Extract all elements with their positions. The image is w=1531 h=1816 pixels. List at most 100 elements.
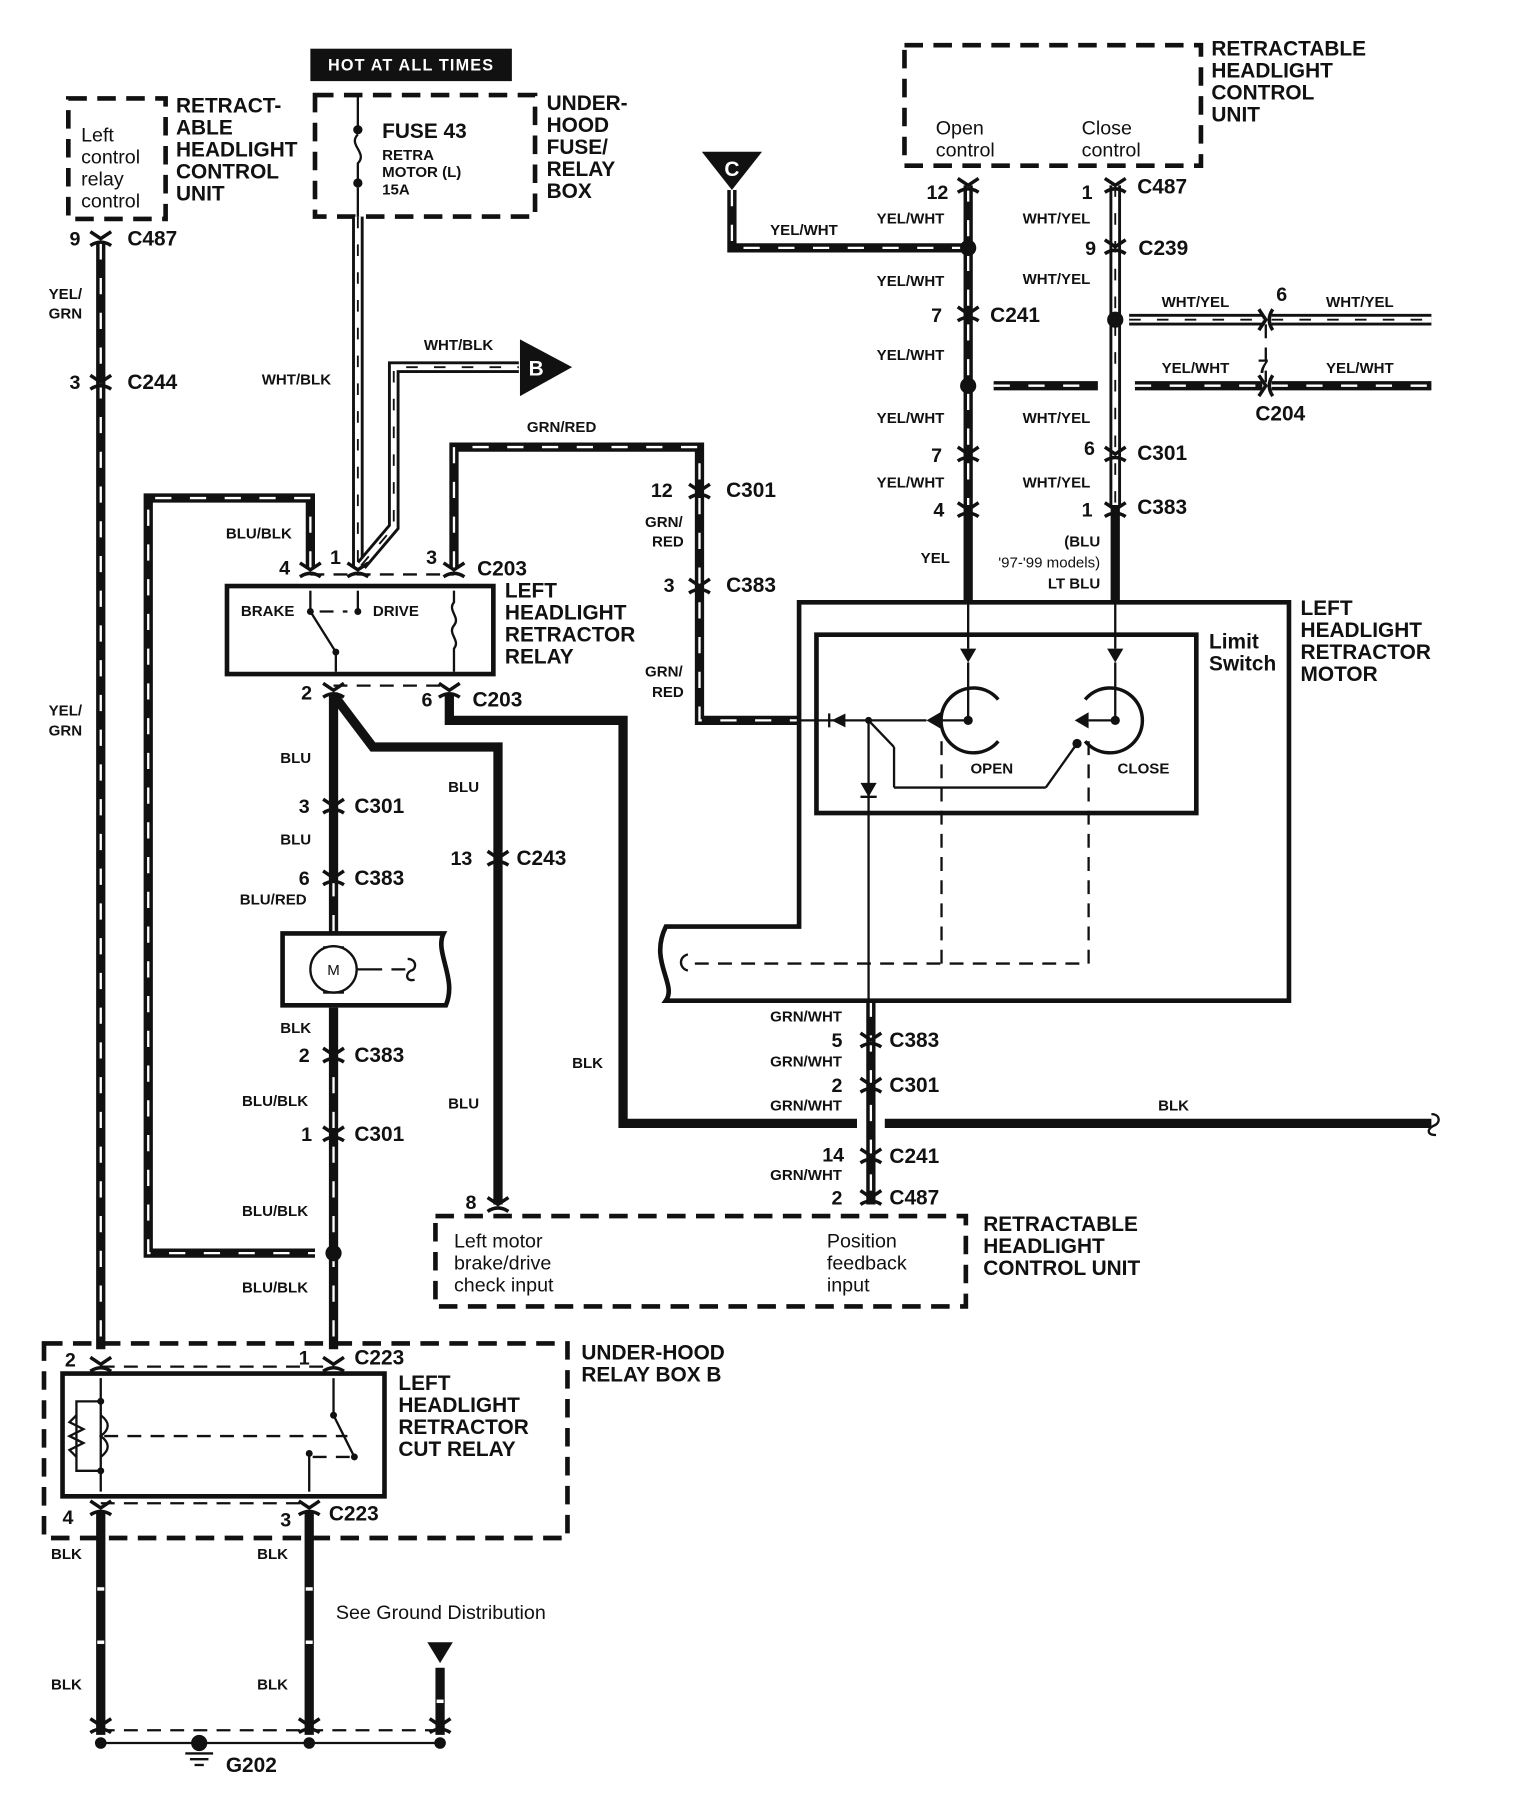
pin-label: 1 (330, 547, 341, 569)
relay-brake-label: BRAKE (241, 603, 295, 620)
connector-id: C301 (1137, 442, 1187, 465)
wire-blu-blk-loop (143, 493, 316, 1258)
fuse-box-name4: RELAY (547, 158, 616, 181)
wire-label: GRN/WHT (770, 1167, 843, 1184)
connector-id: C243 (517, 847, 567, 870)
fuse-desc-1: RETRA (382, 147, 434, 164)
wire-label: RED (652, 684, 684, 701)
banner-text: HOT AT ALL TIMES (328, 57, 494, 75)
left-input-1: Left motor (454, 1230, 543, 1252)
pin-label: 1 (1082, 182, 1093, 204)
reference-b-label: B (529, 357, 544, 380)
diode-icon (1107, 648, 1124, 663)
close-control-1: Close (1082, 117, 1132, 139)
pin-label: 13 (450, 848, 472, 870)
connector-chevron-icon (322, 869, 345, 887)
hot-at-all-times-banner: HOT AT ALL TIMES (310, 48, 512, 82)
left-headlight-retractor-relay: BRAKE DRIVE LEFT HEADLIGHT RETRACTOR REL… (224, 573, 635, 687)
wire-label: GRN (49, 306, 82, 323)
pin-label: 7 (1258, 356, 1269, 378)
connector-chevron-icon (322, 797, 345, 815)
pin-label: 6 (299, 868, 310, 890)
relay-drive-label: DRIVE (373, 603, 419, 620)
fuse-box-outline (312, 92, 538, 219)
wire-label: GRN (49, 722, 82, 739)
under-hood-fuse-relay-box: FUSE 43 RETRA MOTOR (L) 15A UNDER- HOOD … (312, 92, 628, 219)
diode-icon (860, 782, 877, 797)
connector-chevron-icon (89, 1499, 113, 1517)
wire-label: BLK (51, 1677, 82, 1694)
wire-label: WHT/YEL (1326, 294, 1394, 311)
cut-relay-switch-icon (332, 1414, 356, 1458)
wire-label: YEL/WHT (1162, 360, 1231, 377)
control-unit-bottom-name2: HEADLIGHT (983, 1235, 1105, 1258)
control-unit-left-name3: HEADLIGHT (176, 138, 298, 161)
coil-icon (98, 1414, 109, 1458)
pin-label: 7 (931, 305, 942, 327)
pin-label: 6 (1084, 438, 1095, 460)
wire-label: YEL/WHT (877, 410, 946, 427)
close-label: CLOSE (1118, 761, 1170, 778)
control-unit-left-line2: control (81, 146, 140, 168)
pin-label: 2 (832, 1075, 843, 1097)
relay-box-b-name2: RELAY BOX B (581, 1364, 721, 1387)
motor-name1: LEFT (1301, 597, 1353, 620)
wire-label: BLK (257, 1677, 288, 1694)
pin-label: 2 (832, 1187, 843, 1209)
pin-label: 4 (63, 1507, 74, 1529)
junction-dot (325, 1245, 342, 1262)
motor-name4: MOTOR (1301, 663, 1378, 686)
wire-label: BLU/BLK (242, 1203, 308, 1220)
junction-dot (960, 239, 977, 256)
connector-chevron-icon (442, 561, 466, 579)
mechanical-link-icon (679, 953, 689, 972)
connector-chevron-icon (89, 373, 113, 391)
control-unit-top-name2: HEADLIGHT (1211, 60, 1333, 83)
relay-box-b-name1: UNDER-HOOD (581, 1342, 724, 1365)
fuse-desc-2: MOTOR (L) (382, 164, 461, 181)
connector-id: C223 (329, 1503, 379, 1526)
cut-relay-name1: LEFT (398, 1372, 450, 1395)
connector-id: C241 (889, 1145, 939, 1168)
pin-label: 6 (422, 689, 433, 711)
connector-labels: 9 C487 3 C244 4 1 3 C203 2 6 C203 12 C30… (63, 175, 1306, 1531)
connector-chevron-icon (859, 1189, 883, 1206)
wire-label: WHT/YEL (1023, 271, 1091, 288)
connector-chevron-icon (486, 1196, 510, 1213)
fuse-symbol-icon (353, 133, 362, 180)
limit-switch-label2: Switch (1209, 653, 1276, 676)
connector-chevron-icon (1103, 445, 1127, 463)
wire-label: YEL (921, 550, 950, 567)
open-control-2: control (936, 139, 995, 161)
wire-label: BLU/BLK (242, 1279, 308, 1296)
connector-chevron-icon (1103, 501, 1127, 519)
wire-label: WHT/BLK (262, 372, 331, 389)
connector-marks (89, 176, 1275, 1735)
wire-grn-red (449, 442, 800, 726)
relay-name1: LEFT (505, 580, 557, 603)
control-unit-left-name4: CONTROL (176, 160, 279, 183)
wire-label: WHT/BLK (424, 337, 493, 354)
connector-chevron-icon (322, 1046, 345, 1064)
reference-c-icon: C (701, 151, 763, 190)
diode-icon (960, 648, 977, 663)
fuse-desc-3: 15A (382, 182, 410, 199)
cut-relay-name2: HEADLIGHT (398, 1394, 520, 1417)
pin-label: 2 (299, 1045, 310, 1067)
right-input-1: Position (827, 1230, 897, 1252)
wire-color-labels: YEL/ GRN YEL/ GRN WHT/BLK WHT/BLK GRN/RE… (49, 211, 1395, 1694)
connector-chevron-icon (89, 230, 113, 248)
wire-label: YEL/WHT (770, 222, 839, 239)
wire-label: YEL/WHT (877, 273, 946, 290)
connector-id: C203 (473, 688, 523, 711)
pin-label: 3 (280, 1509, 291, 1531)
connector-chevron-icon (322, 1125, 345, 1143)
wire-label: BLK (572, 1055, 603, 1072)
motor-symbol: M (327, 962, 340, 979)
wire-label: WHT/YEL (1162, 294, 1230, 311)
relay-name3: RETRACTOR (505, 624, 635, 647)
pin-label: 14 (822, 1145, 844, 1167)
fuse-box-name1: UNDER- (547, 92, 628, 115)
connector-id: C203 (477, 558, 527, 581)
connector-id: C383 (354, 867, 404, 890)
